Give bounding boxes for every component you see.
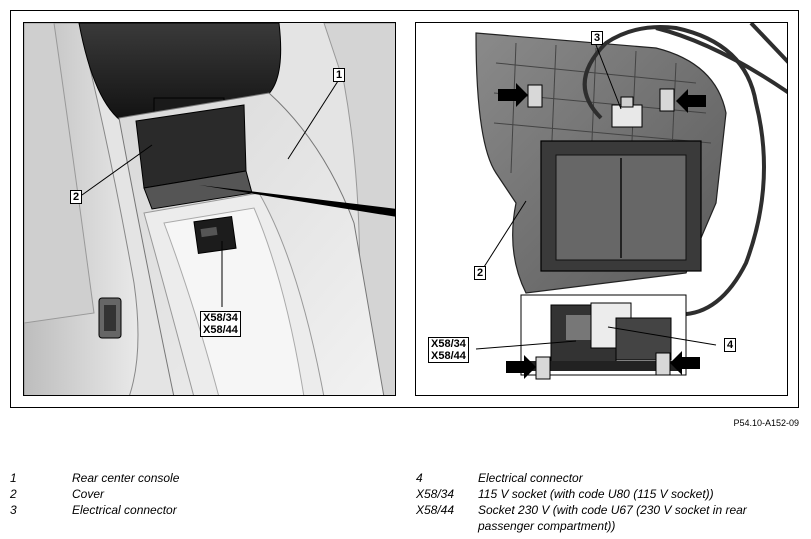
legend-text: Cover [72,487,105,501]
cover-detail-drawing [416,23,787,395]
legend-key: X58/44 [416,503,455,517]
figure-reference: P54.10-A152-09 [733,418,799,428]
legend-item: X58/44 Socket 230 V (with code U67 (230 … [416,502,801,534]
legend-text: 115 V socket (with code U80 (115 V socke… [478,487,714,501]
legend-item: 4 Electrical connector [416,470,801,486]
legend-item: 3 Electrical connector [10,502,390,518]
legend-key: 1 [10,471,17,485]
callout-2-label: 2 [70,190,83,204]
callout-x58-label: X58/34 X58/44 [200,311,241,337]
legend-left: 1 Rear center console 2 Cover 3 Electric… [10,470,390,518]
legend-item: 2 Cover [10,486,390,502]
legend-key: X58/34 [416,487,455,501]
callout-3-label: 3 [591,31,604,45]
legend-text: Rear center console [72,471,180,485]
legend-key: 4 [416,471,423,485]
callout-x58-44: X58/44 [203,324,238,336]
callout-x58-44-detail: X58/44 [431,350,466,362]
legend-key: 2 [10,487,17,501]
console-overview-drawing [24,23,395,395]
callout-4-label: 4 [724,338,737,352]
console-overview-view: 1 2 X58/34 X58/44 [23,22,396,396]
cover-detail-view: 3 2 4 X58/34 X58/44 [415,22,788,396]
callout-x58-label-detail: X58/34 X58/44 [428,337,469,363]
legend-item: X58/34 115 V socket (with code U80 (115 … [416,486,801,502]
legend-text: Socket 230 V (with code U67 (230 V socke… [478,503,747,533]
callout-x58-34: X58/34 [203,312,238,324]
callout-1-label: 1 [333,68,346,82]
legend-item: 1 Rear center console [10,470,390,486]
callout-x58-34-detail: X58/34 [431,338,466,350]
legend-text: Electrical connector [72,503,177,517]
callout-2-label-detail: 2 [474,266,487,280]
legend-right: 4 Electrical connector X58/34 115 V sock… [416,470,801,534]
legend-key: 3 [10,503,17,517]
legend-text: Electrical connector [478,471,583,485]
